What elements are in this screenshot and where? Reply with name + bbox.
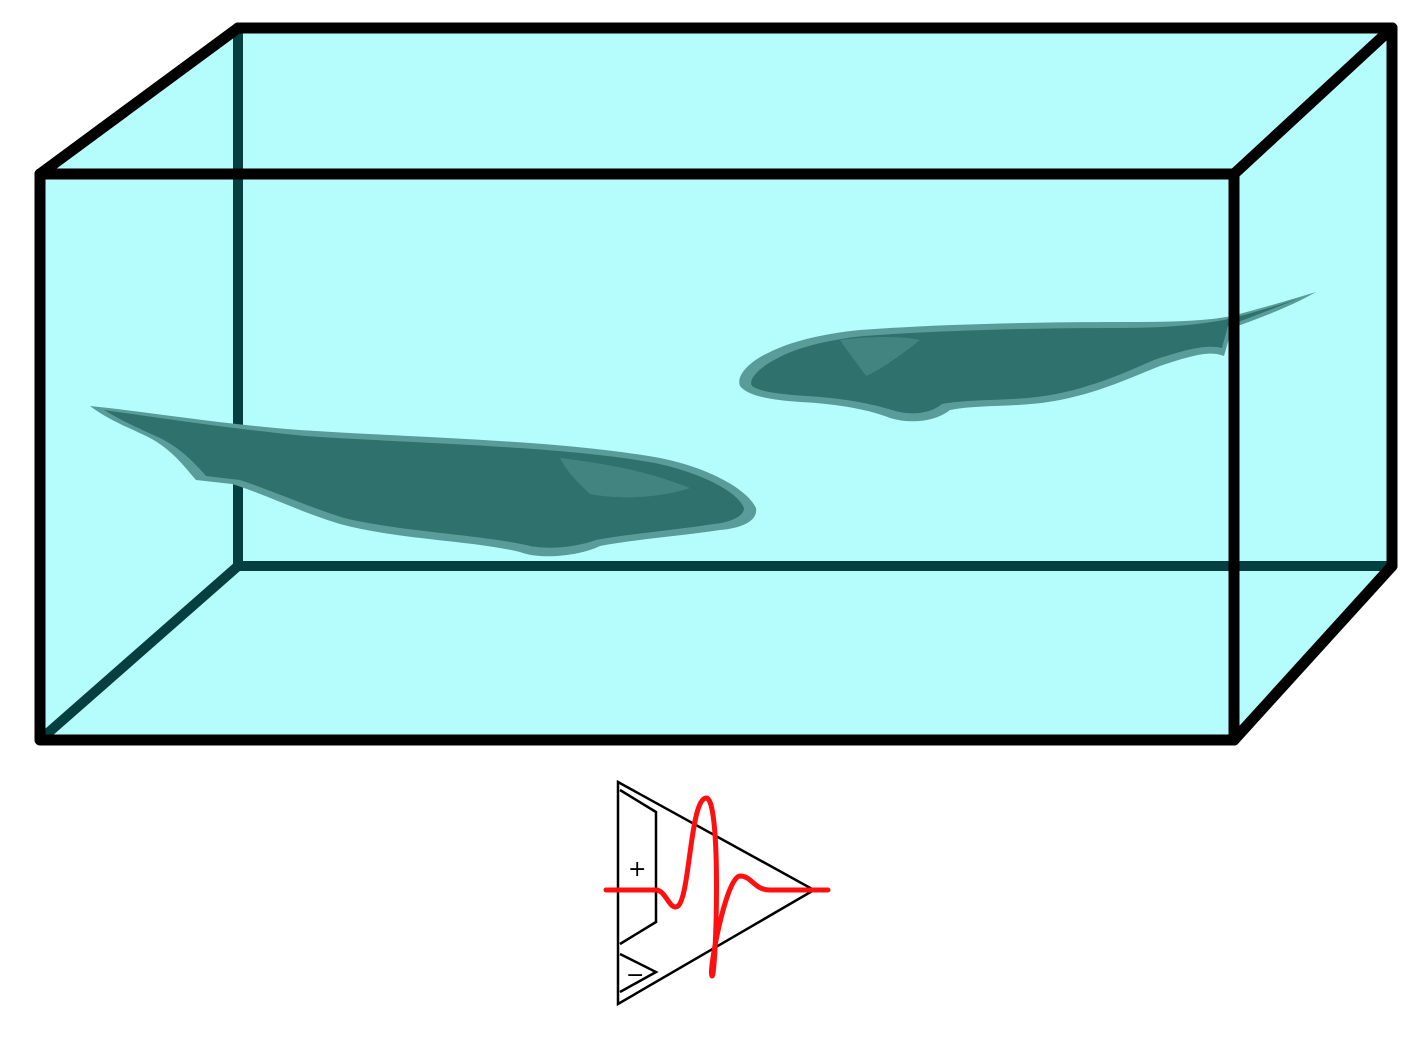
- tank-bottom-right-edge: [1228, 560, 1398, 746]
- amplifier-plus-label: +: [628, 857, 646, 882]
- amplifier-minus-input: [619, 952, 659, 994]
- tank-top-right-edge: [1228, 22, 1398, 180]
- fish-right: [739, 292, 1316, 422]
- aquarium-tank: [35, 23, 1397, 745]
- fish-left: [90, 406, 757, 557]
- tank-front-frame: [34, 22, 1398, 746]
- discharge-waveform-icon: [603, 795, 831, 979]
- amplifier-minus-label: −: [626, 963, 644, 988]
- tank-top-left-edge: [34, 22, 244, 180]
- amplifier-plus-input: [619, 788, 658, 946]
